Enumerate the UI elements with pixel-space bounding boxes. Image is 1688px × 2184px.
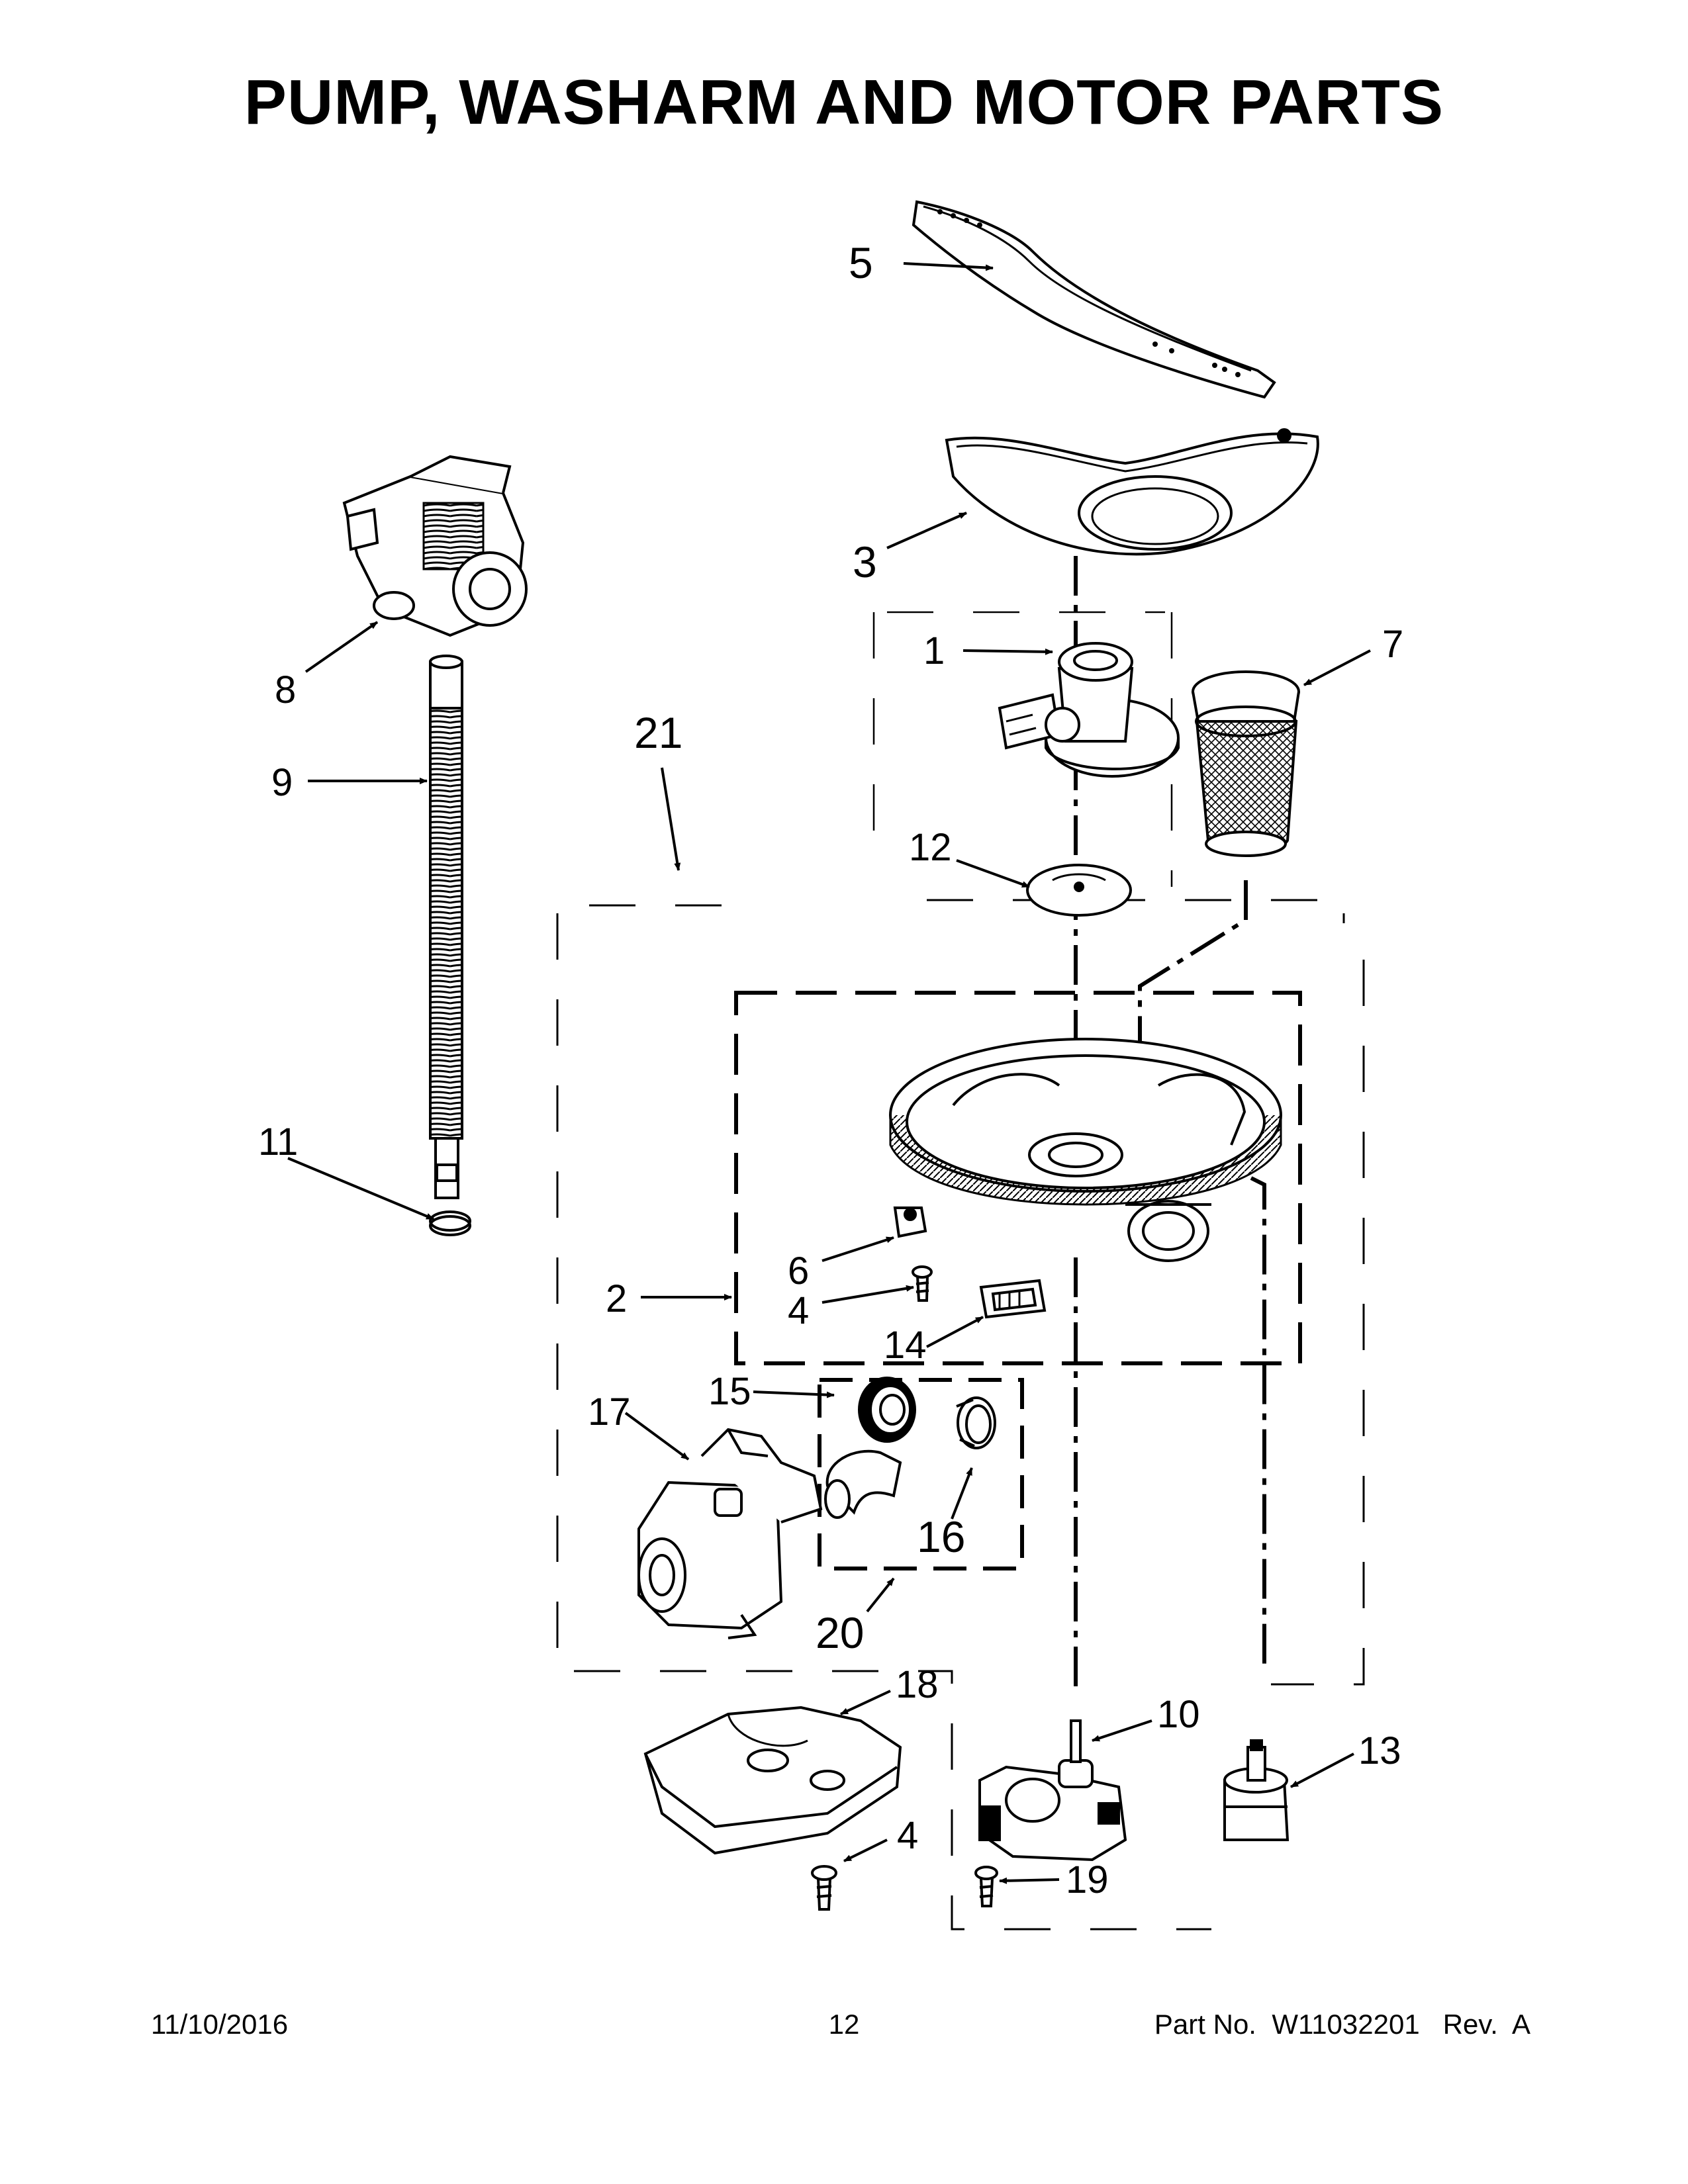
- callout-9: 9: [271, 761, 293, 804]
- connector-part-14: [979, 1279, 1047, 1319]
- hose-clamp-part-11: [429, 1210, 471, 1236]
- callout-7: 7: [1382, 623, 1403, 666]
- callout-8: 8: [275, 668, 296, 711]
- group-21-outline: [556, 899, 1365, 1931]
- callout-18: 18: [896, 1663, 939, 1706]
- circulation-pump-part-17: [637, 1428, 823, 1639]
- screw-part-4-upper: [912, 1265, 933, 1302]
- elbow-hose-part-20: [824, 1449, 902, 1519]
- callout-6: 6: [788, 1250, 809, 1293]
- callout-labels: 5 3 1 7 8 9 21 12 11 6 4 2 14 15 17 16 2…: [258, 238, 1403, 1901]
- leader-lines: [287, 262, 1371, 1884]
- footer-part-number: Part No. W11032201 Rev. A: [1154, 2009, 1530, 2040]
- group-20-box: [818, 1378, 1024, 1570]
- callout-10: 10: [1157, 1693, 1200, 1736]
- spray-shield-part-3: [945, 428, 1319, 556]
- callout-13: 13: [1358, 1729, 1401, 1772]
- group-1-outline: [872, 611, 1173, 887]
- diverter-motor-part-10: [978, 1719, 1127, 1862]
- group-2-box: [734, 991, 1302, 1365]
- sump-part-2: [889, 1038, 1282, 1262]
- filter-part-7: [1192, 670, 1300, 857]
- drain-pump-part-8: [342, 455, 528, 637]
- diverter-part-1: [998, 642, 1180, 778]
- drain-hose-part-9: [429, 655, 463, 1199]
- callout-4-upper: 4: [788, 1289, 809, 1332]
- clamp-part-16: [956, 1396, 996, 1449]
- callout-21: 21: [634, 708, 682, 757]
- callout-12: 12: [909, 826, 952, 869]
- footer-date: 11/10/2016: [151, 2009, 289, 2040]
- callout-17: 17: [588, 1390, 631, 1433]
- footer-page-number: 12: [828, 2009, 860, 2040]
- callout-4-lower: 4: [897, 1814, 918, 1857]
- callout-16: 16: [917, 1512, 965, 1561]
- cover-part-18: [643, 1706, 902, 1855]
- callout-5: 5: [849, 238, 873, 287]
- callout-20: 20: [816, 1608, 864, 1657]
- callout-19: 19: [1066, 1858, 1109, 1901]
- callout-3: 3: [853, 537, 877, 586]
- callout-1: 1: [923, 629, 945, 672]
- clip-part-6: [893, 1206, 927, 1238]
- callout-14: 14: [884, 1324, 927, 1367]
- callout-11: 11: [258, 1120, 298, 1163]
- seal-ring-part-15: [858, 1377, 916, 1443]
- callout-15: 15: [708, 1370, 751, 1413]
- wash-arm-part-5: [912, 200, 1276, 399]
- screw-part-19: [974, 1866, 998, 1907]
- sensor-part-13: [1223, 1739, 1289, 1841]
- gasket-part-12: [1026, 864, 1132, 917]
- page-title: PUMP, WASHARM AND MOTOR PARTS: [244, 67, 1444, 138]
- callout-2: 2: [606, 1277, 627, 1320]
- screw-part-4-lower: [811, 1865, 837, 1911]
